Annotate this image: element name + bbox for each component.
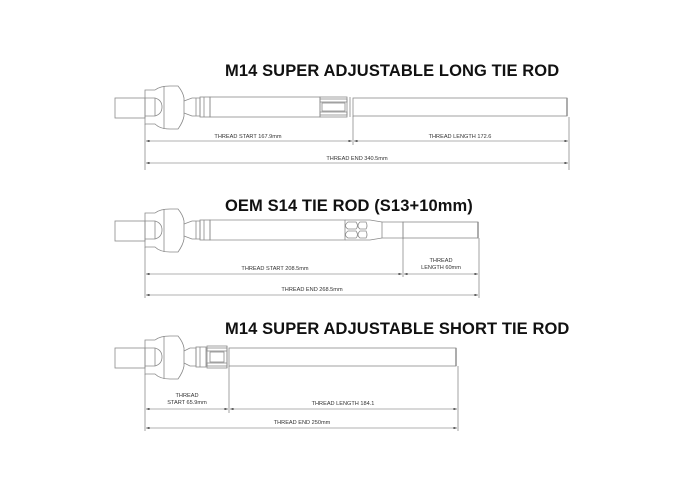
long-thread-end-label: THREAD END 340.5mm — [326, 156, 388, 162]
short-thread-start-label: THREAD START 65.9mm — [146, 393, 228, 407]
long-tie-rod-dimensions — [144, 116, 570, 170]
long-thread-length-label: THREAD LENGTH 172.6 — [428, 134, 492, 140]
oem-thread-length-label: THREAD LENGTH 60mm — [403, 258, 479, 272]
long-tie-rod-title: M14 SUPER ADJUSTABLE LONG TIE ROD — [225, 62, 560, 80]
long-thread-start-label: THREAD START 167.9mm — [214, 134, 282, 140]
short-thread-length-label: THREAD LENGTH 184.1 — [311, 401, 375, 407]
short-tie-rod — [114, 335, 457, 380]
short-tie-rod-dimensions — [144, 366, 459, 431]
short-thread-start-line2: START 65.9mm — [167, 400, 207, 406]
short-thread-start-line1: THREAD — [175, 393, 199, 399]
oem-thread-end-label: THREAD END 268.5mm — [281, 287, 343, 293]
oem-thread-length-line2: LENGTH 60mm — [421, 265, 461, 271]
oem-tie-rod-title: OEM S14 TIE ROD (S13+10mm) — [225, 197, 473, 215]
oem-tie-rod-dimensions — [144, 238, 480, 298]
short-thread-end-label: THREAD END 250mm — [273, 420, 331, 426]
oem-thread-length-line1: THREAD — [429, 258, 453, 264]
long-tie-rod — [114, 85, 568, 130]
oem-thread-start-label: THREAD START 208.5mm — [241, 266, 309, 272]
short-tie-rod-title: M14 SUPER ADJUSTABLE SHORT TIE ROD — [225, 320, 570, 338]
oem-tie-rod — [114, 208, 479, 253]
